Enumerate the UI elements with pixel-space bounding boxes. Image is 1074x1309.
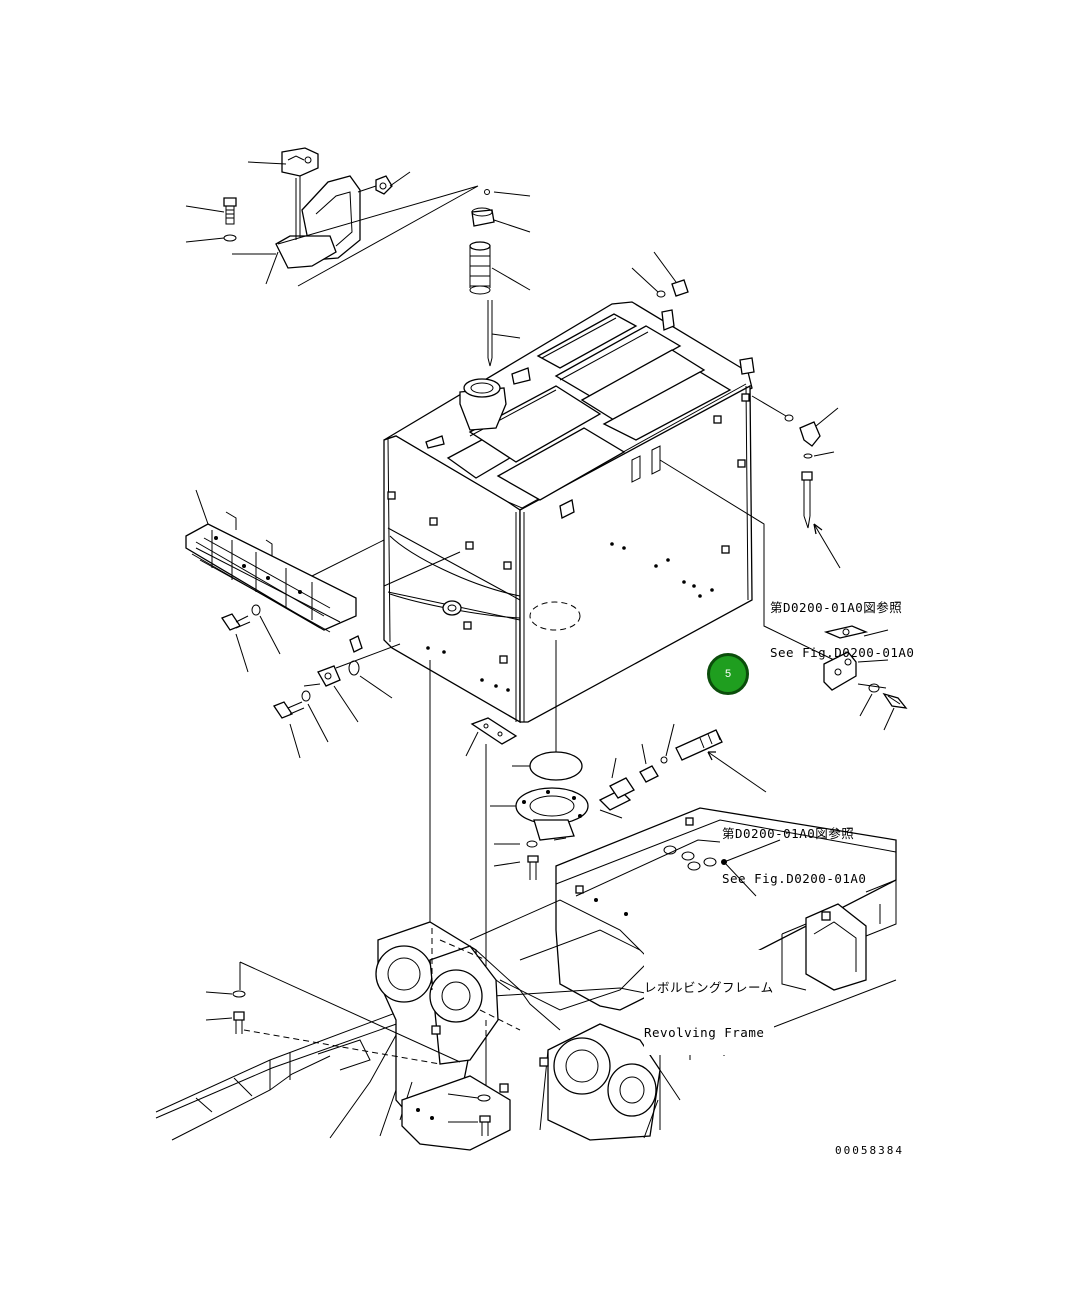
part-callout-number: 5: [724, 668, 732, 680]
filler-cap-assembly: [469, 189, 531, 367]
tank-studs: [387, 393, 750, 664]
part-callout-5[interactable]: 5: [707, 653, 749, 695]
perforated-panels: [446, 313, 732, 501]
revolving-frame: [155, 660, 897, 1151]
revolving-frame-label-jp: レボルビングフレーム: [644, 980, 774, 995]
air-breather-fitting: [631, 251, 689, 298]
return-pipe-assembly: [751, 395, 841, 569]
right-mount-bracket: [659, 459, 908, 731]
tank-holes: [426, 542, 714, 692]
reference-label-upper-jp: 第D0200-01A0図参照: [770, 600, 903, 615]
hydraulic-tank: [383, 301, 755, 724]
reference-label-upper: 第D0200-01A0図参照 See Fig.D0200-01A0: [770, 570, 914, 675]
drawing-number: 00058384: [835, 1144, 904, 1157]
left-step-bracket: [185, 489, 461, 759]
reference-label-upper-en: See Fig.D0200-01A0: [770, 645, 915, 660]
revolving-frame-label: レボルビングフレーム Revolving Frame: [644, 950, 774, 1055]
reference-label-lower-jp: 第D0200-01A0図参照: [722, 826, 855, 841]
upper-bracket-assembly: [185, 147, 479, 287]
reference-label-lower: 第D0200-01A0図参照 See Fig.D0200-01A0: [722, 796, 866, 901]
revolving-frame-label-en: Revolving Frame: [644, 1025, 765, 1040]
reference-label-lower-en: See Fig.D0200-01A0: [722, 871, 867, 886]
drain-assembly: [465, 640, 767, 880]
